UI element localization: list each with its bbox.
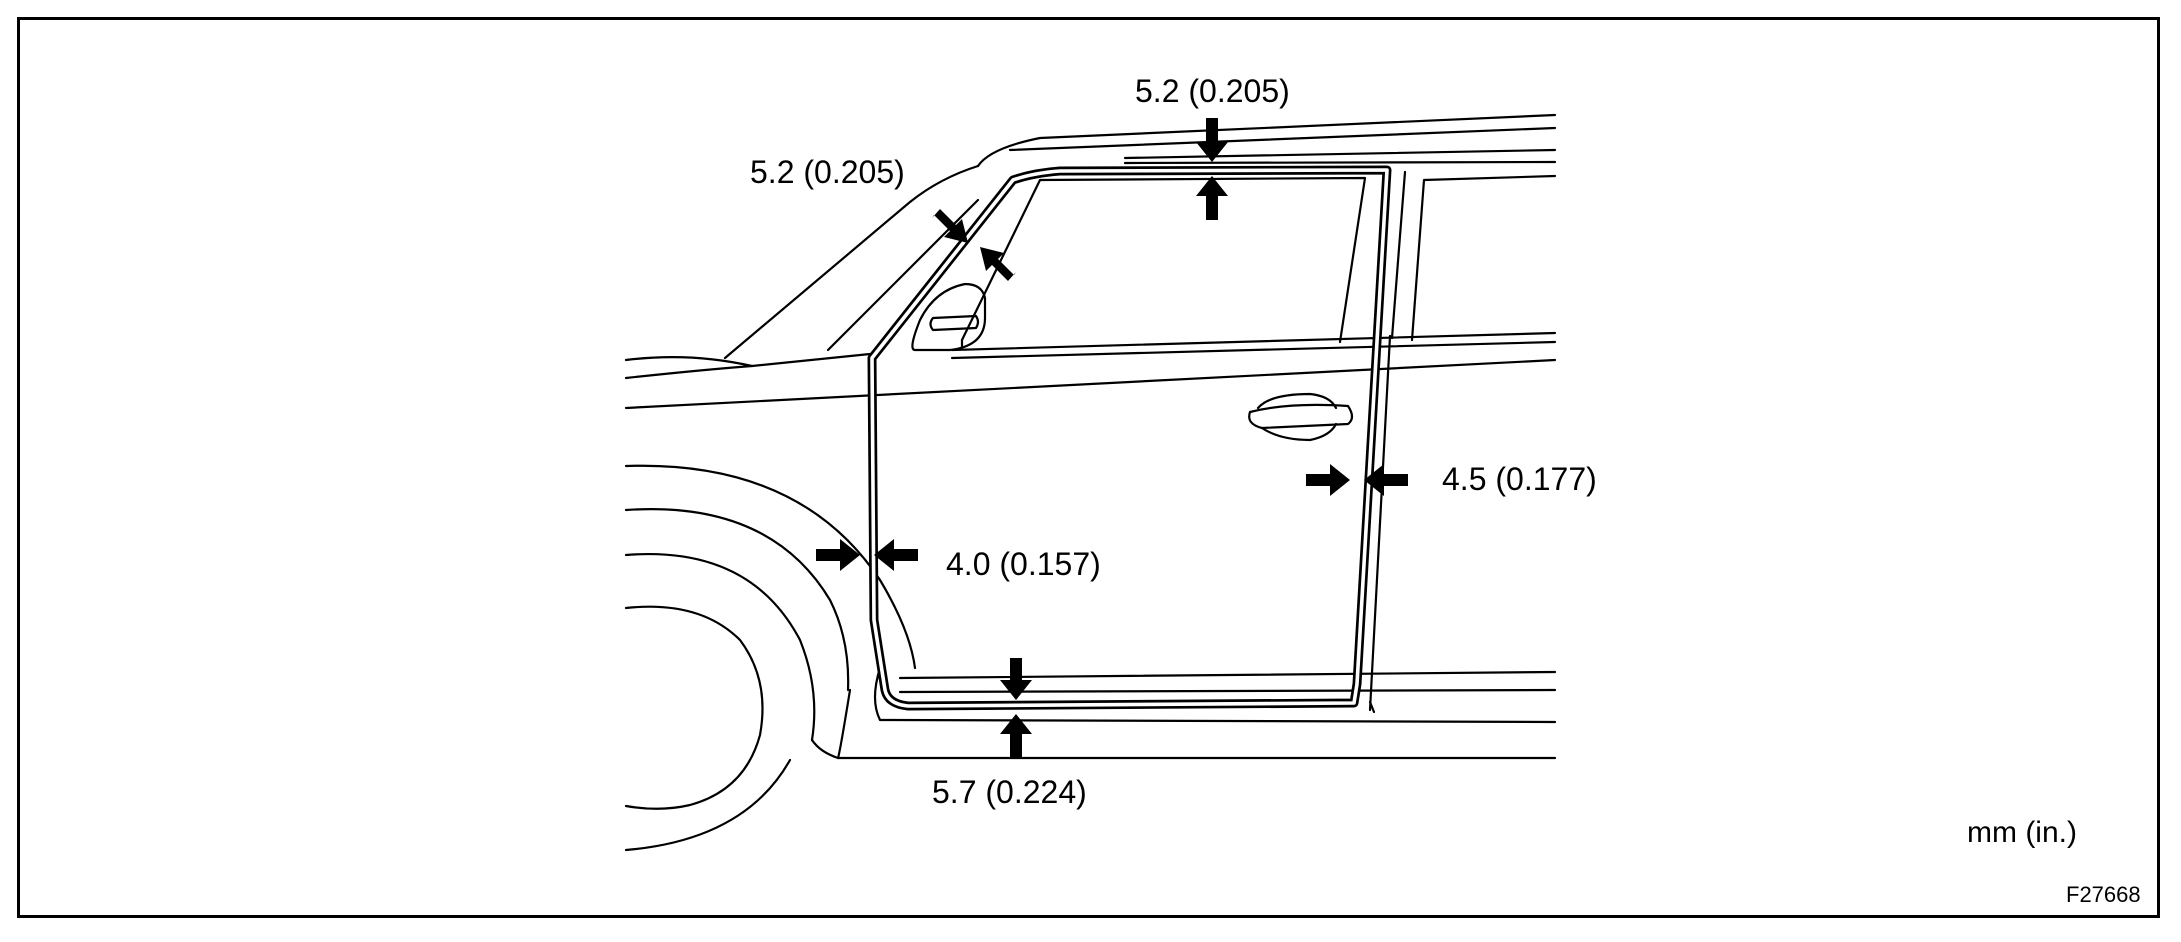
arrow-top-left-out (980, 247, 1016, 281)
unit-label: mm (in.) (1967, 816, 2077, 849)
measurement-label-top-left: 5.2 (0.205) (750, 156, 905, 188)
measurement-inches: (0.205) (1188, 73, 1290, 109)
arrow-rear-right (1306, 464, 1350, 496)
measurement-inches: (0.177) (1495, 461, 1597, 497)
arrow-bottom-down (1000, 658, 1032, 700)
measurement-label-bottom: 5.7 (0.224) (932, 776, 1087, 808)
figure-id: F27668 (2066, 882, 2141, 907)
measurement-value: 4.0 (946, 546, 991, 582)
measurement-label-front: 4.0 (0.157) (946, 548, 1101, 580)
measurement-label-top-right: 5.2 (0.205) (1135, 75, 1290, 107)
measurement-value: 4.5 (1442, 461, 1487, 497)
arrow-front-left (874, 539, 918, 571)
arrow-bottom-up (1000, 714, 1032, 758)
measurement-inches: (0.205) (803, 154, 905, 190)
arrow-top-left-in (932, 209, 968, 243)
measurement-value: 5.2 (750, 154, 795, 190)
arrow-top-right-up (1196, 176, 1228, 220)
arrow-top-right-down (1196, 118, 1228, 162)
measurement-arrows (816, 118, 1408, 758)
measurement-label-rear: 4.5 (0.177) (1442, 463, 1597, 495)
door-weatherstrip (867, 165, 1392, 711)
measurement-value: 5.2 (1135, 73, 1180, 109)
arrow-front-right (816, 539, 860, 571)
car-body-outline (624, 113, 1557, 852)
arrow-rear-left (1364, 464, 1408, 496)
measurement-inches: (0.157) (999, 546, 1101, 582)
measurement-value: 5.7 (932, 774, 977, 810)
measurement-inches: (0.224) (985, 774, 1087, 810)
